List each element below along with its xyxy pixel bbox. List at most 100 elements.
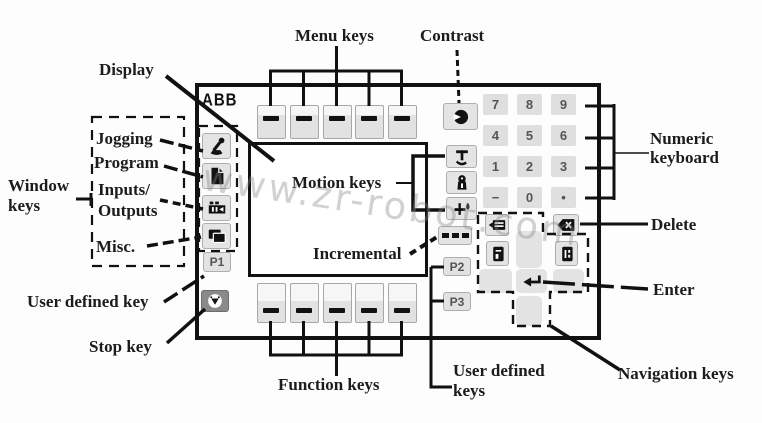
function-key-3[interactable]: [323, 283, 352, 323]
program-label: Program: [94, 153, 159, 172]
menu-key-1[interactable]: [257, 105, 286, 139]
menu-key-2[interactable]: [290, 105, 319, 139]
function-key-2[interactable]: [290, 283, 319, 323]
numeric-key-6[interactable]: 6: [551, 125, 576, 146]
p1-key-label: P1: [209, 255, 225, 269]
function-key-4[interactable]: [355, 283, 384, 323]
menu-key-icon: [263, 116, 279, 121]
p2-key[interactable]: P2: [443, 257, 471, 276]
stop-key[interactable]: [201, 290, 229, 312]
enter-key[interactable]: [516, 269, 547, 293]
p1-key[interactable]: P1: [203, 252, 231, 272]
numeric-key-7[interactable]: 7: [483, 94, 508, 115]
jogging-icon: [210, 137, 224, 155]
axis-motion-key[interactable]: [446, 145, 477, 168]
delete-label: Delete: [651, 215, 697, 234]
numeric-key-0[interactable]: 0: [517, 187, 542, 208]
function-key-icon: [394, 308, 410, 313]
numeric-key-3[interactable]: 3: [551, 156, 576, 177]
numeric-key-8[interactable]: 8: [517, 94, 542, 115]
jogging-label: Jogging: [96, 129, 153, 148]
abb-logo: ABB: [202, 90, 238, 111]
enter-label: Enter: [653, 280, 695, 299]
function-key-icon: [329, 308, 345, 313]
program-icon: [211, 167, 223, 185]
user-defined-keys-label-line2: keys: [453, 381, 486, 400]
page-key-right[interactable]: [555, 241, 578, 266]
stop-key-label: Stop key: [89, 337, 152, 356]
nav-right-key[interactable]: [553, 269, 584, 293]
list-key[interactable]: [485, 214, 509, 236]
menu-key-4[interactable]: [355, 105, 384, 139]
window-keys-connector: [76, 193, 93, 206]
numeric-key-1[interactable]: 1: [483, 156, 508, 177]
motion-keys-label: Motion keys: [292, 173, 382, 192]
menu-key-icon: [394, 116, 410, 121]
function-key-icon: [263, 308, 279, 313]
misc-leader: [146, 235, 202, 248]
nav-left-key[interactable]: [479, 269, 512, 293]
contrast-key[interactable]: [443, 103, 478, 130]
display-screen: [248, 142, 428, 277]
numeric-keyboard-label: Numeric keyboard: [650, 129, 719, 167]
numeric-key-−[interactable]: −: [483, 187, 508, 208]
list-icon: [488, 220, 506, 230]
misc-label: Misc.: [96, 237, 136, 256]
linear-motion-icon: [454, 202, 469, 215]
reorient-motion-icon: [456, 174, 467, 190]
page-key-left[interactable]: [486, 241, 509, 266]
numeric-key-9[interactable]: 9: [551, 94, 576, 115]
function-key-icon: [296, 308, 312, 313]
program-key[interactable]: [202, 163, 231, 189]
stop-icon: [208, 294, 222, 308]
misc-icon: [208, 229, 226, 244]
function-key-5[interactable]: [388, 283, 417, 323]
incremental-key[interactable]: [438, 226, 472, 245]
menu-key-5[interactable]: [388, 105, 417, 139]
incremental-label: Incremental: [313, 244, 402, 263]
delete-icon: [557, 219, 575, 231]
page-lines-icon: [561, 246, 573, 261]
incremental-icon: [441, 233, 449, 238]
axis-motion-icon: [455, 149, 468, 165]
menu-key-icon: [296, 116, 312, 121]
numeric-key-2[interactable]: 2: [517, 156, 542, 177]
linear-motion-key[interactable]: [446, 197, 477, 220]
user-defined-keys-label-line1: User defined: [453, 361, 545, 380]
nav-down-key[interactable]: [516, 296, 542, 326]
menu-key-icon: [329, 116, 345, 121]
p3-key-label: P3: [449, 294, 465, 309]
user-defined-key-label: User defined key: [27, 292, 149, 311]
delete-key[interactable]: [553, 214, 579, 236]
numeric-keyboard-label-line1: Numeric: [650, 129, 714, 148]
inputs-outputs-label: Inputs/ Outputs: [98, 179, 158, 221]
function-key-icon: [361, 308, 377, 313]
navigation-keys-label: Navigation keys: [618, 364, 734, 383]
numeric-key-4[interactable]: 4: [483, 125, 508, 146]
reorient-motion-key[interactable]: [446, 171, 477, 194]
numeric-key-5[interactable]: 5: [517, 125, 542, 146]
inputs-outputs-key[interactable]: [202, 195, 231, 221]
menu-keys-label: Menu keys: [295, 26, 374, 45]
incremental-icon: [461, 233, 469, 238]
function-keys-label: Function keys: [278, 375, 380, 394]
jogging-key[interactable]: [202, 133, 231, 159]
p3-key[interactable]: P3: [443, 292, 471, 311]
enter-icon: [522, 275, 541, 287]
function-key-1[interactable]: [257, 283, 286, 323]
numeric-keyboard-label-line2: keyboard: [650, 148, 719, 167]
incremental-icon: [451, 233, 459, 238]
page-icon: [492, 246, 504, 261]
p2-key-label: P2: [449, 259, 465, 274]
window-keys-label: Window keys: [8, 176, 69, 216]
numeric-key-•[interactable]: •: [551, 187, 576, 208]
menu-key-3[interactable]: [323, 105, 352, 139]
inputs-outputs-icon: [208, 201, 225, 214]
menu-key-icon: [361, 116, 377, 121]
window-keys-label-line2: keys: [8, 196, 41, 215]
nav-up-key[interactable]: [516, 231, 542, 268]
misc-key[interactable]: [202, 223, 231, 249]
contrast-label: Contrast: [420, 26, 485, 45]
user-defined-keys-label: User defined keys: [453, 361, 545, 401]
